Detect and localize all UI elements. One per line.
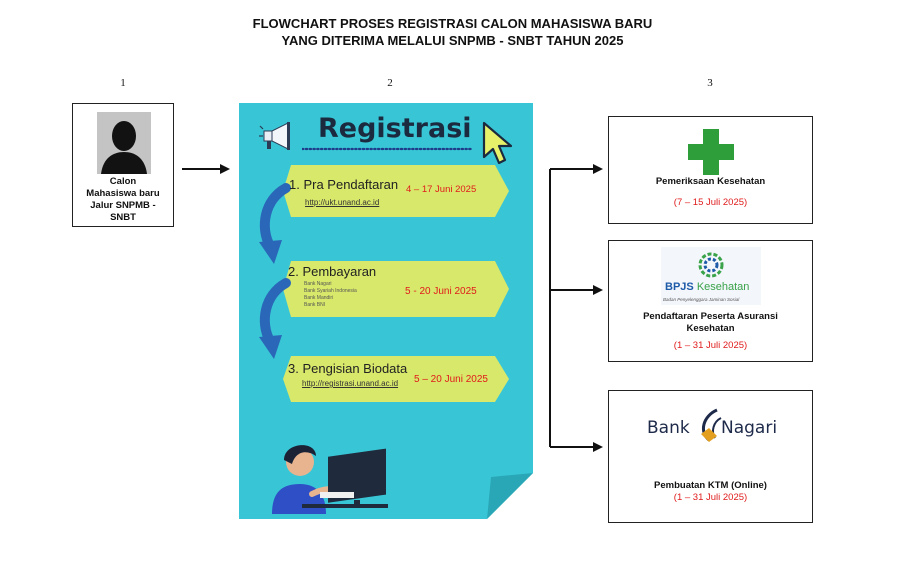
page-title: FLOWCHART PROSES REGISTRASI CALON MAHASI… — [252, 16, 653, 31]
page-subtitle: YANG DITERIMA MELALUI SNPMB - SNBT TAHUN… — [281, 33, 624, 48]
flow-arrow-1-icon — [259, 183, 291, 264]
step-1-label: 1. Pra Pendaftaran — [289, 177, 399, 192]
bank-nagari-word-2: Nagari — [721, 418, 778, 438]
bpjs-logo: BPJS Kesehatan Badan Penyelenggara Jamin… — [661, 247, 761, 305]
person-silhouette-icon — [97, 112, 151, 174]
heading-dotted-underline — [302, 147, 472, 151]
green-cross-icon — [688, 129, 734, 175]
bank-list-item: Bank Nagari — [304, 281, 332, 287]
megaphone-icon — [259, 122, 290, 150]
insurance-title: Pendaftaran Peserta Asuransi Kesehatan — [643, 311, 778, 334]
step-3-label: 3. Pengisian Biodata — [288, 361, 408, 376]
branch-connector — [549, 164, 603, 452]
cursor-icon — [482, 121, 513, 165]
step-3-url[interactable]: http://registrasi.unand.ac.id — [302, 379, 399, 388]
health-check-title: Pemeriksaan Kesehatan — [655, 176, 766, 187]
step-2-bank-list: Bank Nagari Bank Syariah Indonesia Bank … — [304, 281, 357, 309]
silhouette-photo — [97, 112, 151, 174]
step-1-url[interactable]: http://ukt.unand.ac.id — [305, 198, 380, 207]
bank-list-item: Bank Syariah Indonesia — [304, 288, 357, 294]
column-number-1: 1 — [120, 77, 126, 89]
person-at-computer-illustration — [272, 445, 388, 514]
column-number-3: 3 — [707, 77, 713, 89]
ktm-date: (1 – 31 Juli 2025) — [673, 492, 748, 503]
bank-nagari-logo: Bank Nagari — [609, 391, 812, 471]
bpjs-emblem-icon — [698, 252, 724, 278]
step-1-date: 4 – 17 Juni 2025 — [406, 184, 477, 195]
candidate-label: Calon Mahasiswa baru Jalur SNPMB - SNBT — [86, 176, 160, 223]
bank-nagari-word-1: Bank — [647, 418, 690, 438]
ktm-box: Bank Nagari Pembuatan KTM (Online) (1 – … — [608, 390, 813, 523]
candidate-box: Calon Mahasiswa baru Jalur SNPMB - SNBT — [72, 103, 174, 227]
bank-list-item: Bank Mandiri — [304, 295, 334, 301]
step-3-banner — [283, 356, 509, 402]
flow-arrow-2-icon — [259, 278, 291, 359]
ktm-title: Pembuatan KTM (Online) — [654, 480, 767, 491]
step-2-banner — [283, 261, 509, 317]
bpjs-tagline: Badan Penyelenggara Jaminan Sosial — [663, 297, 740, 302]
bank-nagari-emblem-icon — [701, 408, 722, 442]
insurance-date: (1 – 31 Juli 2025) — [673, 340, 748, 351]
bank-list-item: Bank BNI — [304, 302, 326, 308]
step-2-label: 2. Pembayaran — [288, 264, 377, 279]
insurance-box: BPJS Kesehatan Badan Penyelenggara Jamin… — [608, 240, 813, 362]
registration-heading: Registrasi — [318, 113, 472, 144]
health-check-box: Pemeriksaan Kesehatan (7 – 15 Juli 2025) — [608, 116, 813, 224]
step-3-date: 5 – 20 Juni 2025 — [414, 374, 488, 385]
step-2-date: 5 - 20 Juni 2025 — [405, 286, 477, 297]
health-check-date: (7 – 15 Juli 2025) — [673, 197, 748, 208]
bpjs-logo-text: BPJS Kesehatan — [665, 281, 750, 293]
column-number-2: 2 — [387, 77, 393, 89]
step-1-banner — [283, 165, 509, 217]
arrow-to-registration — [182, 164, 230, 174]
